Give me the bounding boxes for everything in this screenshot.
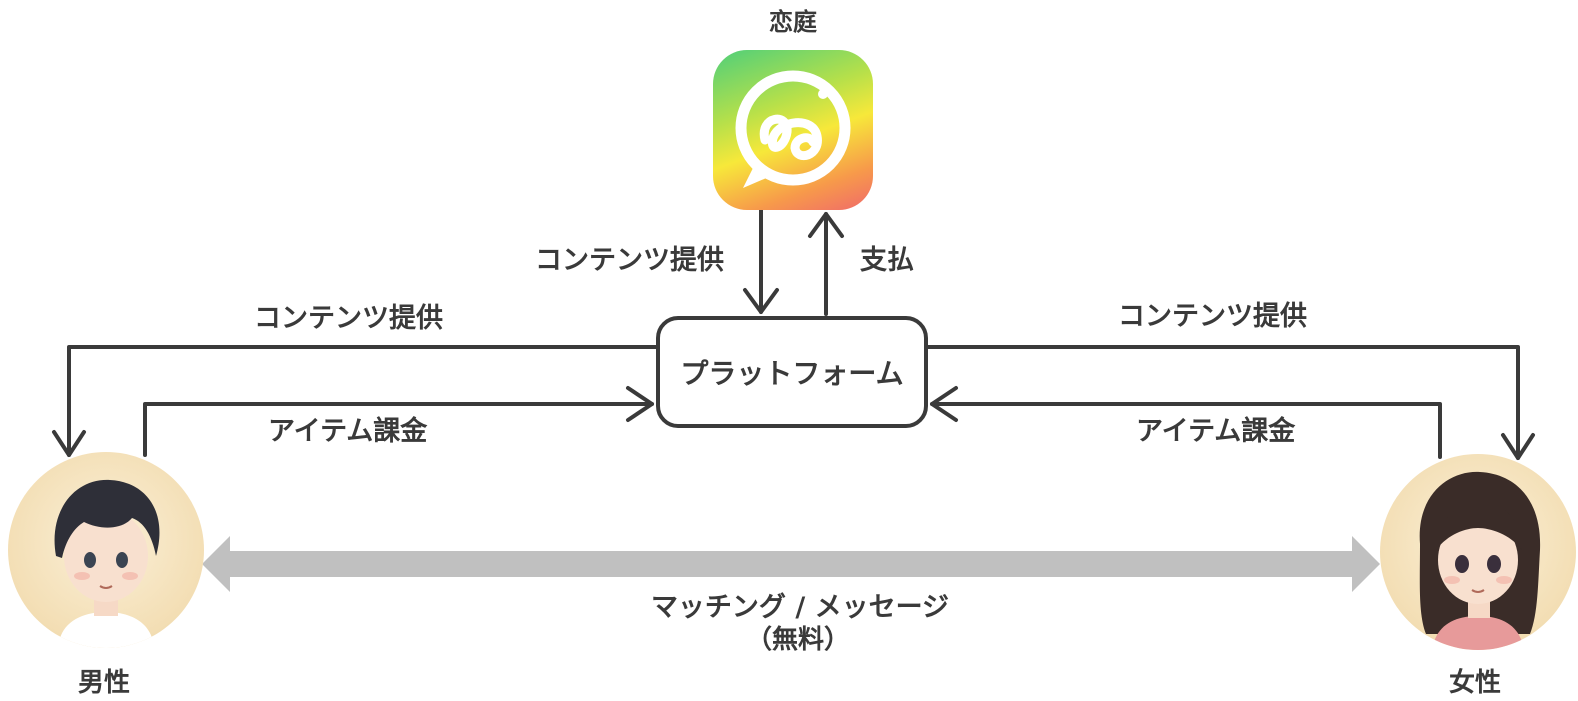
label-app-to-platform: コンテンツ提供	[535, 245, 724, 276]
platform-label: プラットフォーム	[680, 357, 904, 390]
arrow-platform-to-app	[808, 212, 844, 316]
label-male-to-platform: アイテム課金	[268, 416, 428, 447]
matching-label: マッチング / メッセージ	[650, 592, 950, 623]
arrow-female-to-platform	[930, 386, 1442, 459]
arrow-male-to-platform	[143, 386, 654, 457]
label-platform-to-female: コンテンツ提供	[1118, 301, 1307, 332]
platform-box: プラットフォーム	[656, 316, 928, 428]
chat-bubble-logo-icon	[713, 50, 873, 210]
girl-avatar-icon	[1380, 454, 1576, 650]
arrow-platform-to-male	[52, 345, 658, 457]
arrow-app-to-platform	[743, 208, 779, 314]
boy-avatar-icon	[8, 452, 204, 648]
label-platform-to-male: コンテンツ提供	[254, 303, 443, 334]
label-platform-to-app: 支払	[860, 245, 914, 276]
label-female-to-platform: アイテム課金	[1136, 416, 1296, 447]
female-label: 女性	[1448, 668, 1502, 698]
matching-double-arrow	[202, 536, 1380, 592]
app-name: 恋庭	[769, 8, 817, 36]
male-label: 男性	[77, 668, 131, 698]
matching-sublabel: （無料）	[745, 625, 851, 655]
arrow-platform-to-female	[926, 345, 1535, 460]
